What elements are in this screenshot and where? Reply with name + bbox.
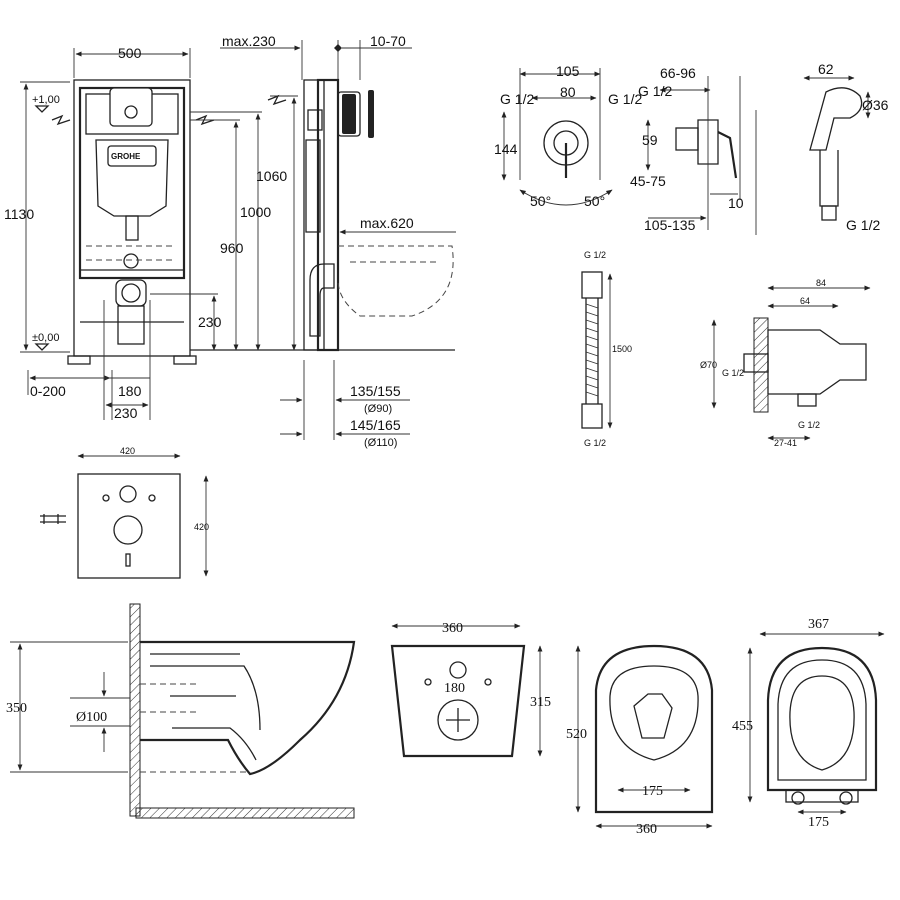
toilet-bowl-top: 520 175 360 xyxy=(566,644,714,837)
max620-label: max.620 xyxy=(360,215,414,231)
valve-h59-label: 59 xyxy=(642,132,658,148)
top-level-mark: +1,00 xyxy=(32,94,60,106)
valve-front: 105 80 G 1/2 G 1/2 144 50° 50° xyxy=(494,63,642,209)
d1-label: 135/155 xyxy=(350,383,401,399)
toilet-seat: 367 455 175 xyxy=(732,617,885,830)
valve-side: 66-96 G 1/2 59 45-75 10 105-135 xyxy=(630,65,757,235)
bowl-side-h350-label: 350 xyxy=(6,701,27,716)
toilet-bowl-side: 350 Ø100 xyxy=(6,603,356,819)
h1000-label: 1000 xyxy=(240,204,271,220)
zero-level-mark: ±0,00 xyxy=(32,332,59,344)
seat-w367-label: 367 xyxy=(808,617,829,632)
frame-width-label: 500 xyxy=(118,45,142,61)
valve-side-thread: G 1/2 xyxy=(638,83,672,99)
installation-frame-front: 500 1130 +1,00 ±0,00 GROHE xyxy=(4,45,300,421)
valve-angle-1: 50° xyxy=(530,193,551,209)
valve-thread-right: G 1/2 xyxy=(608,91,642,107)
d2-label: 145/165 xyxy=(350,417,401,433)
bowl-top-h520-label: 520 xyxy=(566,727,587,742)
bowl-back-w360-label: 360 xyxy=(442,621,463,636)
toilet-bowl-back: 360 180 315 xyxy=(390,621,551,758)
valve-w80-label: 80 xyxy=(560,84,576,100)
bowl-back-w180-label: 180 xyxy=(444,681,465,696)
w230-label: 230 xyxy=(114,405,138,421)
valve-thread-left: G 1/2 xyxy=(500,91,534,107)
seat-h455-label: 455 xyxy=(732,719,753,734)
valve-angle-2: 50° xyxy=(584,193,605,209)
valve-w6696-label: 66-96 xyxy=(660,65,696,81)
plate-width-label: 420 xyxy=(120,446,135,456)
installation-frame-side: max.230 10-70 135/155 (Ø90) 145/165 (Ø11… xyxy=(220,33,456,449)
elbow-w2741-label: 27-41 xyxy=(774,438,797,448)
wall-elbow: 84 64 Ø70 G 1/2 G 1/2 27-41 xyxy=(700,278,871,448)
elbow-w64-label: 64 xyxy=(800,296,810,306)
d1-sub-label: (Ø90) xyxy=(364,403,392,415)
h1060-label: 1060 xyxy=(256,168,287,184)
valve-w10-label: 10 xyxy=(728,195,744,211)
bowl-top-w360-label: 360 xyxy=(636,822,657,837)
elbow-w84-label: 84 xyxy=(816,278,826,288)
grohe-logo xyxy=(107,145,157,167)
shower-w62-label: 62 xyxy=(818,61,834,77)
elbow-g-bottom: G 1/2 xyxy=(798,420,820,430)
hygienic-shower-head: 62 Ø36 G 1/2 xyxy=(803,61,889,233)
plate-height-label: 420 xyxy=(194,522,209,532)
h230-label: 230 xyxy=(198,314,222,330)
valve-w105135-label: 105-135 xyxy=(644,217,696,233)
elbow-g-left: G 1/2 xyxy=(722,368,744,378)
bowl-side-d100-label: Ø100 xyxy=(76,710,107,725)
insulation-plate: 420 420 xyxy=(40,446,209,579)
svg-text:GROHE: GROHE xyxy=(111,152,141,161)
adjust-label: 10-70 xyxy=(370,33,406,49)
seat-w175-label: 175 xyxy=(808,815,829,830)
offset-label: 0-200 xyxy=(30,383,66,399)
hose-top-thread: G 1/2 xyxy=(584,250,606,260)
shower-hose: G 1/2 1500 G 1/2 xyxy=(581,250,632,448)
valve-h144-label: 144 xyxy=(494,141,518,157)
bowl-top-w175-label: 175 xyxy=(642,784,663,799)
frame-height-label: 1130 xyxy=(4,206,34,222)
max-depth-label: max.230 xyxy=(222,33,276,49)
valve-r4575-label: 45-75 xyxy=(630,173,666,189)
hose-bottom-thread: G 1/2 xyxy=(584,438,606,448)
shower-thread-label: G 1/2 xyxy=(846,217,880,233)
elbow-d70-label: Ø70 xyxy=(700,360,717,370)
hose-length-label: 1500 xyxy=(612,344,632,354)
shower-d36-label: Ø36 xyxy=(862,97,889,113)
bowl-back-h315-label: 315 xyxy=(530,695,551,710)
h960-label: 960 xyxy=(220,240,244,256)
valve-w105-label: 105 xyxy=(556,63,580,79)
d2-sub-label: (Ø110) xyxy=(364,437,397,449)
w180-label: 180 xyxy=(118,383,142,399)
